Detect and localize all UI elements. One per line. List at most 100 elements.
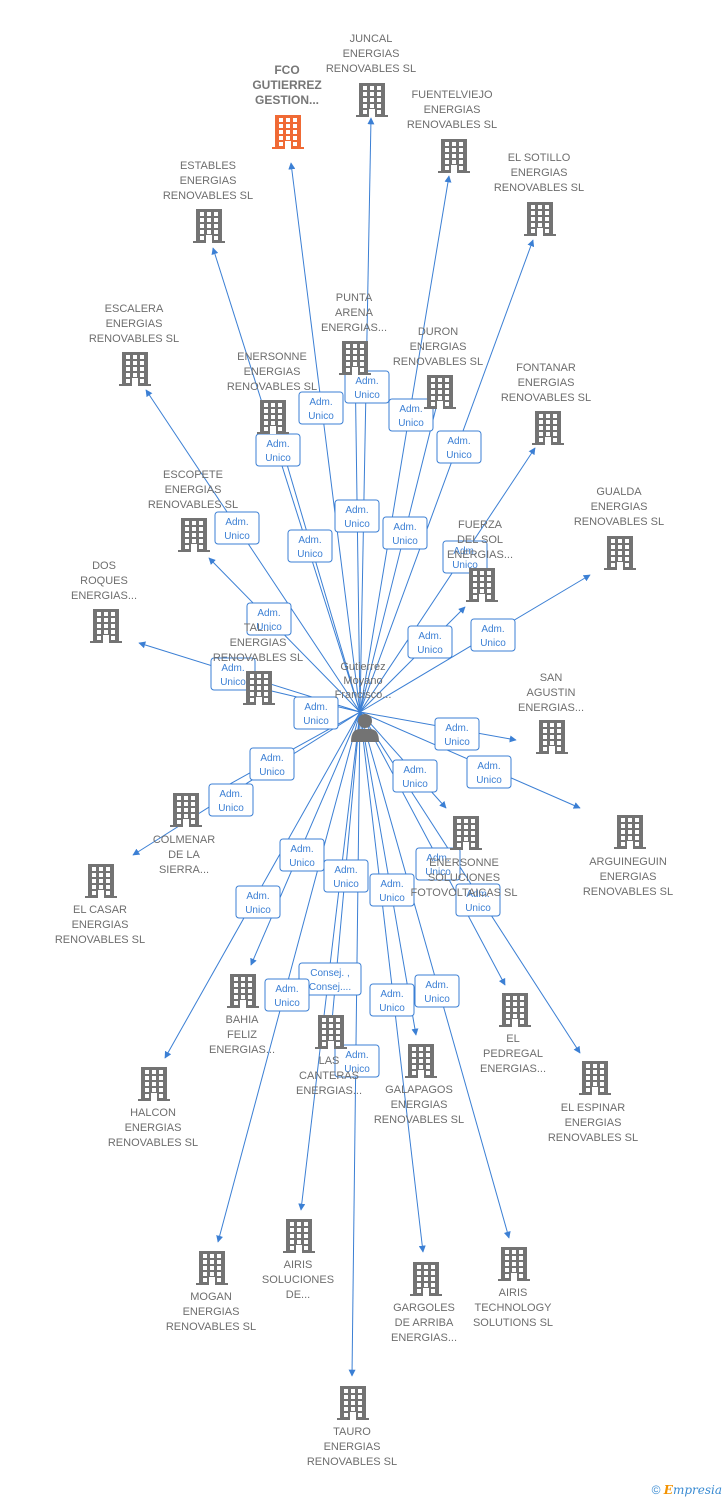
edge-label-el-sotillo[interactable]: Adm.Unico xyxy=(436,430,482,464)
edge-label-colmenar[interactable]: Adm.Unico xyxy=(249,747,295,781)
edge-label-estables[interactable]: Adm.Unico xyxy=(255,433,301,467)
company-name-line: FONTANAR xyxy=(516,362,576,374)
company-node-airis-soluciones[interactable]: AIRISSOLUCIONESDE... xyxy=(262,1219,334,1301)
company-node-fco[interactable]: FCOGUTIERREZGESTION... xyxy=(252,63,322,149)
edge-label-fco[interactable]: Adm.Unico xyxy=(298,391,344,425)
edge-label-role: Adm. xyxy=(334,865,357,876)
company-node-el-pedregal[interactable]: ELPEDREGALENERGIAS... xyxy=(480,993,546,1075)
edge-label-gualda[interactable]: Adm.Unico xyxy=(470,618,516,652)
company-name-line: FUERZA xyxy=(458,519,503,531)
edge-label-type: Unico xyxy=(308,411,334,422)
edge-label-arguineguin[interactable]: Adm.Unico xyxy=(466,755,512,789)
building-icon xyxy=(498,1247,530,1281)
company-node-punta-arena[interactable]: PUNTAARENAENERGIAS... xyxy=(321,292,387,375)
edge-label-airis-technology[interactable]: Adm.Unico xyxy=(369,983,415,1017)
edge-label-type: Unico xyxy=(446,450,472,461)
building-icon xyxy=(90,609,122,643)
company-name-line: ENERGIAS xyxy=(424,104,481,116)
logo-letter: E xyxy=(663,1483,673,1497)
edge-label-fontanar[interactable]: Adm.Unico xyxy=(442,540,488,574)
company-name-line: ENERGIAS... xyxy=(391,1332,457,1344)
building-icon xyxy=(178,518,210,552)
edge-label-role: Adm. xyxy=(355,376,378,387)
company-name-line: EL xyxy=(506,1033,519,1045)
edge-label-enersonne[interactable]: Adm.Unico xyxy=(287,529,333,563)
building-icon xyxy=(579,1061,611,1095)
edge-label-escopete[interactable]: Adm.Unico xyxy=(246,602,292,636)
edge-label-el-casar[interactable]: Adm.Unico xyxy=(208,783,254,817)
building-icon xyxy=(196,1251,228,1285)
edge-label-bahia-feliz[interactable]: Adm.Unico xyxy=(279,838,325,872)
company-name-line: FELIZ xyxy=(227,1029,257,1041)
edge-label-tal[interactable]: Adm.Unico xyxy=(293,696,339,730)
company-name-line: EL CASAR xyxy=(73,904,127,916)
company-name-line: ROQUES xyxy=(80,575,128,587)
edge-line-tauro xyxy=(348,711,361,1377)
edge-label-type: Unico xyxy=(354,390,380,401)
company-name-line: SAN xyxy=(540,672,563,684)
edge-label-enersonne-soluciones[interactable]: Adm.Unico xyxy=(392,759,438,793)
company-name-line: DE LA xyxy=(168,849,200,861)
edge-label-type: Unico xyxy=(333,879,359,890)
edge-label-airis-soluciones[interactable]: Adm. Unico xyxy=(323,859,369,893)
footer-brand: © Empresia xyxy=(652,1483,722,1497)
edge-label-gargoles[interactable]: Adm.Unico xyxy=(414,974,460,1008)
edge-label-el-pedregal[interactable]: Adm.Unico xyxy=(415,847,461,881)
edge-label-mogan[interactable]: Adm.Unico xyxy=(264,978,310,1012)
building-icon xyxy=(604,536,636,570)
company-node-bahia-feliz[interactable]: BAHIAFELIZENERGIAS... xyxy=(209,974,275,1056)
company-name-line: GESTION... xyxy=(255,93,319,107)
company-name-line: MOGAN xyxy=(190,1291,232,1303)
building-icon xyxy=(614,815,646,849)
edge-line-gargoles xyxy=(359,711,426,1253)
company-node-las-canteras[interactable]: LASCANTERASENERGIAS... xyxy=(296,1015,362,1097)
edge-label-tauro[interactable]: Adm.Unico xyxy=(334,1044,380,1078)
company-node-dos-roques[interactable]: DOSROQUESENERGIAS... xyxy=(71,560,137,643)
edge-label-role: Adm. xyxy=(380,879,403,890)
edge-label-fuentelviejo[interactable]: Adm.Unico xyxy=(388,398,434,432)
edge-label-type: Unico xyxy=(417,645,443,656)
edge-label-halcon[interactable]: Adm.Unico xyxy=(235,885,281,919)
edge-label-fuerza-del-sol[interactable]: Adm.Unico xyxy=(407,625,453,659)
building-icon xyxy=(119,352,151,386)
edge-label-duron[interactable]: Adm.Unico xyxy=(382,516,428,550)
edge-label-punta-arena[interactable]: Adm.Unico xyxy=(334,499,380,533)
edge-label-san-agustin[interactable]: Adm.Unico xyxy=(434,717,480,751)
company-name-line: ENERGIAS xyxy=(180,175,237,187)
edge-label-galapagos[interactable]: Adm.Unico xyxy=(369,873,415,907)
edge-label-el-espinar[interactable]: Adm.Unico xyxy=(455,883,501,917)
center-person-node[interactable]: Gutierrez Moyano Francisco... xyxy=(335,661,392,742)
edge-label-escalera[interactable]: Adm.Unico xyxy=(214,511,260,545)
company-name-line: RENOVABLES SL xyxy=(163,190,253,202)
edge-label-role: Adm. xyxy=(453,546,476,557)
edge-label-juncal[interactable]: Adm. Unico xyxy=(344,370,390,404)
company-name-line: SOLUCIONES xyxy=(428,872,500,884)
edge-label-type: Unico xyxy=(425,867,451,878)
company-node-san-agustin[interactable]: SANAGUSTINENERGIAS... xyxy=(518,672,584,754)
company-name-line: ENERGIAS xyxy=(165,484,222,496)
